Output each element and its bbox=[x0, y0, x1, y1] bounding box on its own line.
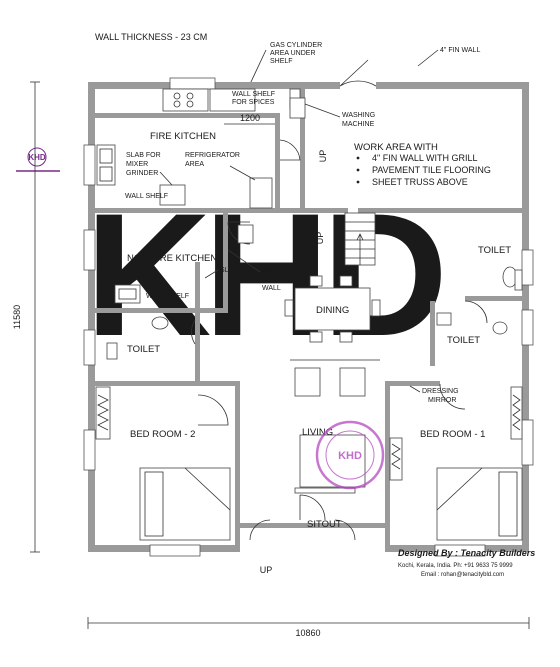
brand-logo: KHD bbox=[16, 147, 60, 172]
up-label-2: UP bbox=[315, 232, 325, 245]
dimension-lines bbox=[30, 81, 530, 629]
credit-address: Kochi, Kerala, India. Ph: +91 9633 75 99… bbox=[398, 563, 513, 569]
dining-table bbox=[284, 275, 381, 361]
beds bbox=[139, 467, 523, 541]
washing-machine-2: MACHINE bbox=[342, 121, 375, 128]
designed-by: Designed By : Tenacity Builders bbox=[398, 548, 535, 558]
slab-mixer-3: GRINDER bbox=[126, 170, 158, 177]
slab-mixer-2: MIXER bbox=[126, 161, 148, 168]
wall-shelf-spices-2: FOR SPICES bbox=[232, 99, 275, 106]
height-dimension: 11580 bbox=[12, 305, 22, 329]
gas-cylinder-note-3: SHELF bbox=[270, 58, 293, 65]
washing-machine-1: WASHING bbox=[342, 112, 375, 119]
room-toilet-right-top: TOILET bbox=[478, 245, 511, 256]
kitchen-fixtures bbox=[96, 88, 306, 304]
wall-thickness-note: WALL THICKNESS - 23 CM bbox=[95, 32, 207, 42]
wall-shelf-2: WALL SHELF bbox=[146, 293, 189, 300]
refrigerator-2: AREA bbox=[185, 161, 204, 168]
wall-shelf-1: WALL SHELF bbox=[125, 193, 168, 200]
room-toilet-left: TOILET bbox=[127, 344, 160, 355]
room-non-fire-kitchen: NON-FIRE KITCHEN bbox=[127, 253, 217, 264]
fin-wall-note: 4" FIN WALL bbox=[440, 47, 480, 54]
dimension-1200: 1200 bbox=[240, 113, 260, 123]
dressing-mirror-2: MIRROR bbox=[428, 397, 456, 404]
stamp-text: KHD bbox=[338, 450, 362, 462]
gas-cylinder-note-1: GAS CYLINDER bbox=[270, 42, 322, 49]
gas-cylinder-note-2: AREA UNDER bbox=[270, 50, 316, 57]
room-sitout: SITOUT bbox=[307, 519, 342, 530]
stairs bbox=[344, 212, 376, 266]
width-dimension: 10860 bbox=[295, 628, 320, 638]
toilet-fixtures bbox=[106, 266, 523, 360]
room-bed-room-2: BED ROOM - 2 bbox=[130, 429, 195, 440]
work-area-bullet-3: SHEET TRUSS ABOVE bbox=[372, 177, 468, 187]
room-toilet-right-mid: TOILET bbox=[447, 335, 480, 346]
up-label-1: UP bbox=[318, 150, 328, 163]
doors bbox=[191, 59, 488, 541]
brand-logo-text: KHD bbox=[28, 153, 46, 162]
wardrobes bbox=[95, 386, 523, 481]
wall-shelf-spices-1: WALL SHELF bbox=[232, 91, 275, 98]
work-area-title: WORK AREA WITH bbox=[354, 142, 438, 153]
work-area-bullet-1: 4" FIN WALL WITH GRILL bbox=[372, 153, 478, 163]
slab-mixer-1: SLAB FOR bbox=[126, 152, 161, 159]
small-partition-2: PARTITION bbox=[262, 276, 299, 283]
khd-stamp: KHD bbox=[315, 420, 385, 490]
credit-email: Email : rohan@tenacitybld.com bbox=[421, 572, 504, 578]
work-area-bullet-2: PAVEMENT TILE FLOORING bbox=[372, 165, 491, 175]
small-partition-3: WALL bbox=[262, 285, 281, 292]
small-partition-1: SMALL bbox=[262, 267, 285, 274]
slab-label: SLAB bbox=[220, 267, 238, 274]
windows bbox=[83, 77, 534, 557]
room-living: LIVING bbox=[302, 427, 333, 438]
room-dining: DINING bbox=[316, 305, 349, 316]
room-bed-room-1: BED ROOM - 1 bbox=[420, 429, 485, 440]
up-label-3: UP bbox=[260, 565, 273, 575]
room-fire-kitchen: FIRE KITCHEN bbox=[150, 131, 216, 142]
refrigerator-1: REFRIGERATOR bbox=[185, 152, 240, 159]
dressing-mirror-1: DRESSING bbox=[422, 388, 459, 395]
